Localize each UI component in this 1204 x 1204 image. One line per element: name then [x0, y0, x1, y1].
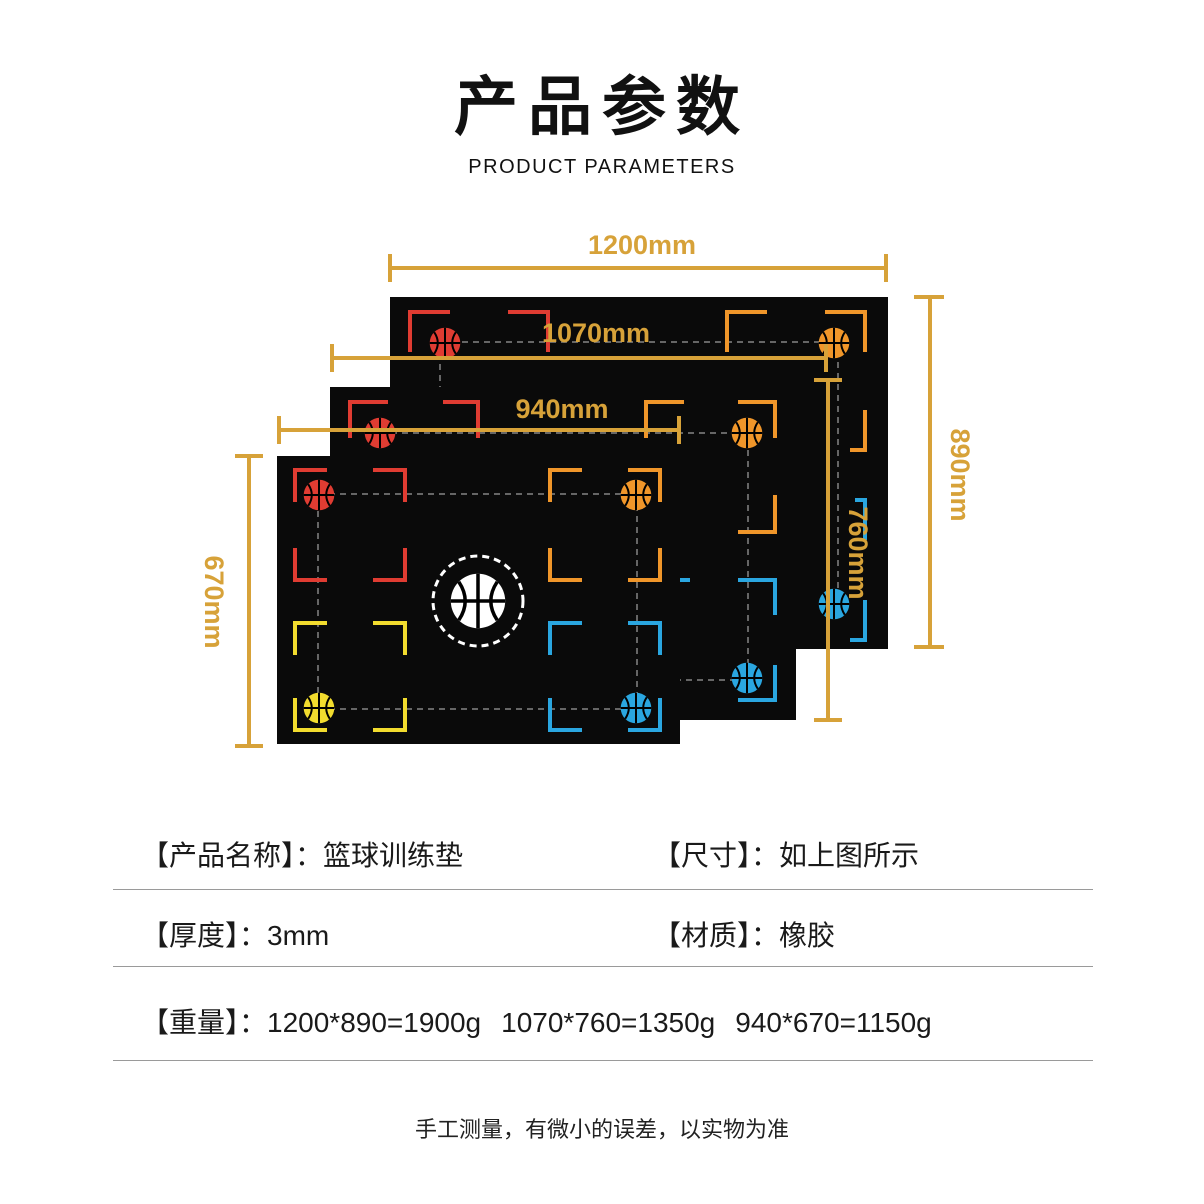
- spec-table: 【产品名称】：篮球训练垫 【尺寸】：如上图所示 【厚度】：3mm 【材质】：橡胶…: [113, 820, 1093, 1061]
- basketball-icon: [363, 416, 397, 450]
- spec-value: 橡胶: [779, 919, 836, 952]
- basketball-icon: [428, 326, 462, 360]
- basketball-icon: [302, 478, 336, 512]
- spec-row: 【产品名称】：篮球训练垫 【尺寸】：如上图所示: [113, 820, 1093, 890]
- spec-label: 【重量】：: [141, 1006, 268, 1039]
- page-title: 产品参数: [454, 71, 750, 145]
- spec-label: 【厚度】：: [141, 919, 268, 952]
- basketball-icon: [619, 478, 653, 512]
- page-subtitle: PRODUCT PARAMETERS: [468, 156, 736, 178]
- spec-size: 【尺寸】：如上图所示: [653, 834, 919, 874]
- spec-label: 【材质】：: [653, 919, 780, 952]
- spec-weight: 【重量】：1200*890=1900g 1070*760=1350g 940*670…: [141, 1001, 932, 1041]
- spec-label: 【尺寸】：: [653, 839, 780, 872]
- basketball-icon: [302, 691, 336, 725]
- dimension-large-width: 1200mm: [588, 230, 696, 260]
- basketball-icon: [817, 326, 851, 360]
- spec-value: 篮球训练垫: [323, 839, 464, 872]
- spec-value: 1200*890=1900g: [267, 1007, 482, 1038]
- dimension-medium-height: 760mm: [843, 506, 873, 599]
- basketball-icon: [619, 691, 653, 725]
- spec-row: 【厚度】：3mm 【材质】：橡胶: [113, 890, 1093, 967]
- spec-value: 3mm: [267, 920, 330, 951]
- basketball-icon: [730, 416, 764, 450]
- spec-thickness: 【厚度】：3mm: [141, 914, 329, 954]
- spec-label: 【产品名称】：: [141, 839, 324, 872]
- dimension-small-width: 940mm: [515, 394, 608, 424]
- page-header: 产品参数 PRODUCT PARAMETERS: [0, 70, 1204, 179]
- dimension-lines: [235, 254, 944, 748]
- basketball-icon: [730, 661, 764, 695]
- mat-small: [277, 456, 680, 744]
- spec-value: 940*670=1150g: [735, 1007, 932, 1038]
- measurement-note: 手工测量，有微小的误差，以实物为准: [414, 1118, 789, 1143]
- dimension-small-height: 670mm: [199, 555, 229, 648]
- spec-material: 【材质】：橡胶: [653, 914, 835, 954]
- spec-value: 1070*760=1350g: [501, 1007, 716, 1038]
- dimension-large-height: 890mm: [945, 428, 975, 521]
- spec-name: 【产品名称】：篮球训练垫: [141, 834, 463, 874]
- spec-value: 如上图所示: [779, 839, 920, 872]
- spec-row: 【重量】：1200*890=1900g 1070*760=1350g 940*670…: [113, 967, 1093, 1061]
- basketball-icon: [449, 572, 507, 630]
- dimension-medium-width: 1070mm: [542, 318, 650, 348]
